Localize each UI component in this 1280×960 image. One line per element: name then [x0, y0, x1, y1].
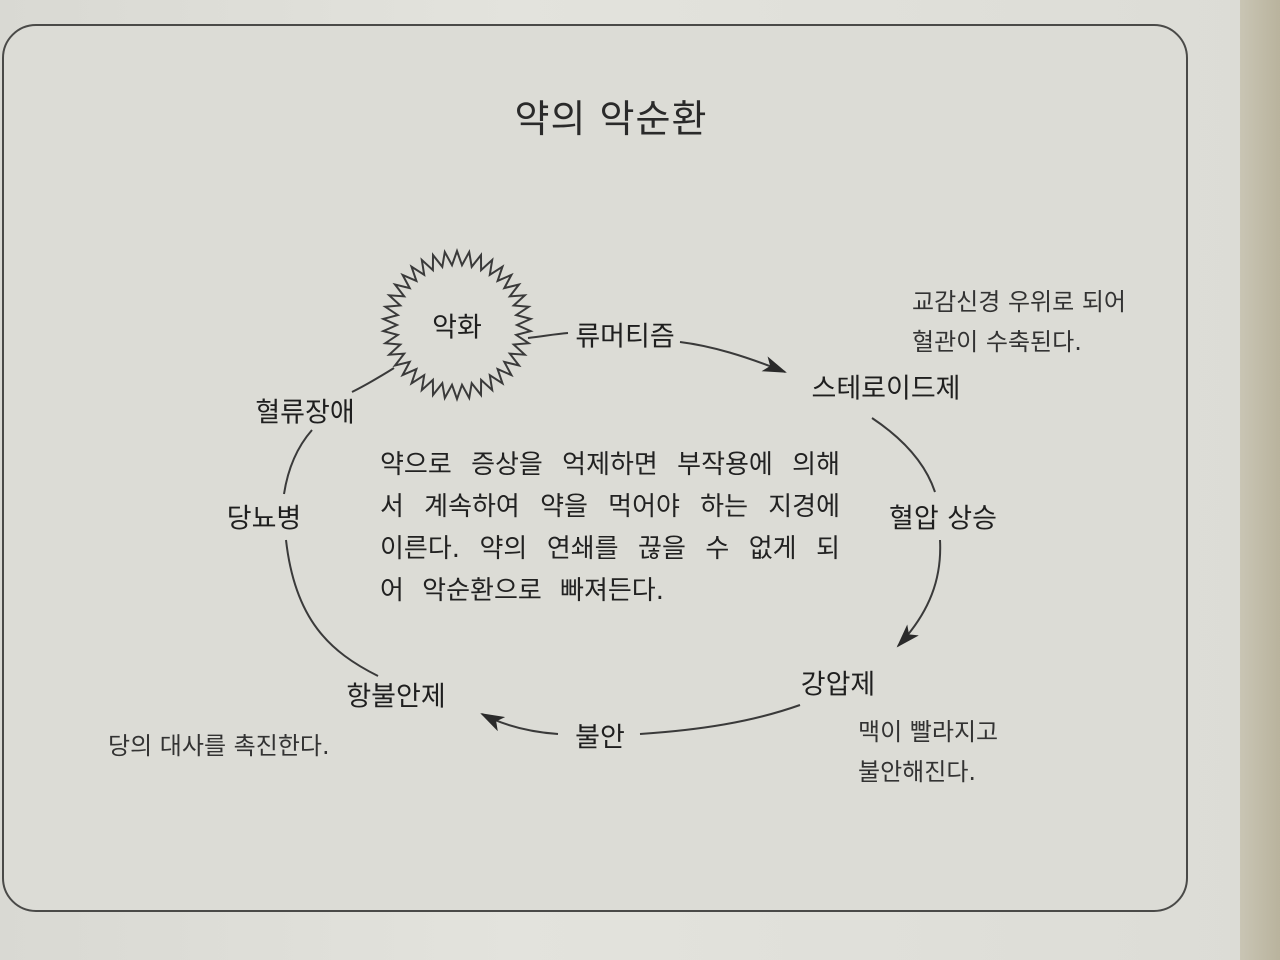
diagram-title: 약의 악순환: [514, 97, 708, 141]
edge-steroid-hypertension: [871, 417, 936, 493]
note-steroid-effect: 교감신경 우위로 되어 혈관이 수축된다.: [912, 282, 1126, 362]
note-steroid-line-2: 혈관이 수축된다.: [912, 328, 1082, 356]
node-circulation-disorder: 혈류장애: [255, 397, 355, 429]
note-antihypertensive-line-2: 불안해진다.: [858, 758, 977, 786]
node-anxiety: 불안: [575, 722, 625, 754]
burst-shape: [380, 247, 534, 403]
edge-rheumatism-steroid: [679, 341, 787, 373]
book-page-edge: [1240, 0, 1280, 960]
edge-diabetes-circulation: [283, 429, 313, 495]
edge-antihypertensive-anxiety: [639, 704, 801, 735]
node-anxiolytic: 항불안제: [346, 681, 446, 713]
node-steroid: 스테로이드제: [811, 373, 961, 405]
edge-anxiety-anxiolytic: [480, 713, 559, 735]
note-antihypertensive-line-1: 맥이 빨라지고: [858, 718, 999, 746]
edge-burst-rheumatism: [527, 332, 569, 339]
node-rheumatism: 류머티즘: [575, 321, 675, 353]
edge-circulation-burst: [351, 367, 395, 393]
node-antihypertensive: 강압제: [800, 669, 876, 701]
note-steroid-line-1: 교감신경 우위로 되어: [912, 288, 1126, 316]
edge-hypertension-antihypertensive: [896, 539, 942, 648]
edge-anxiolytic-diabetes: [285, 539, 379, 677]
note-anxiolytic-effect: 당의 대사를 촉진한다.: [108, 732, 330, 760]
diagram-frame: [2, 24, 1188, 912]
note-antihypertensive-effect: 맥이 빨라지고 불안해진다.: [858, 712, 998, 792]
node-hypertension: 혈압 상승: [889, 503, 997, 535]
node-diabetes: 당뇨병: [226, 503, 302, 535]
node-worsening: 악화: [432, 312, 482, 344]
center-explanation: 약으로 증상을 억제하면 부작용에 의해서 계속하여 약을 먹어야 하는 지경에…: [380, 450, 840, 606]
